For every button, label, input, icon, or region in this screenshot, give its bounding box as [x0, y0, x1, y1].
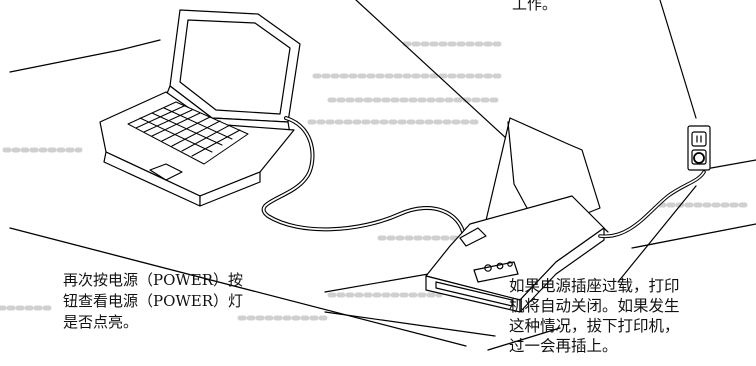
power-light [496, 262, 504, 270]
caption-right-line: 这种情况，拔下打印机， [509, 317, 680, 335]
power-plug [693, 152, 705, 164]
bleed-through-marks [0, 41, 748, 321]
caption-outlet-overload: 如果电源插座过载，打印 机将自动关闭。如果发生 这种情况，拔下打印机， 过一会再… [509, 276, 680, 356]
caption-left-line: 再次按电源（POWER）按 [63, 271, 244, 289]
table-surface [9, 39, 756, 351]
inkjet-printer [425, 117, 605, 313]
laptop-computer [99, 9, 301, 207]
printer-cable [261, 116, 466, 238]
leader-to-outlet [659, 0, 697, 119]
caption-right-line: 如果电源插座过载，打印 [509, 277, 680, 295]
leader-to-plug [617, 185, 697, 283]
printer-control-panel [473, 261, 519, 283]
caption-right-line: 过一会再插上。 [509, 337, 618, 355]
leader-to-power-light [324, 311, 496, 337]
power-button [484, 264, 492, 272]
laptop-touchpad [149, 163, 183, 181]
caption-left-line: 是否点亮。 [63, 313, 139, 331]
caption-top: 工作。 [512, 0, 557, 15]
paper-output-slot [435, 281, 513, 307]
caption-left-line: 钮查看电源（POWER）灯 [63, 292, 244, 310]
laptop-keyboard [127, 101, 249, 165]
wall-outlet [687, 125, 711, 171]
laptop-screen [179, 19, 291, 115]
caption-check-power-light: 再次按电源（POWER）按 钮查看电源（POWER）灯 是否点亮。 [63, 270, 243, 333]
caption-right-line: 机将自动关闭。如果发生 [509, 297, 680, 315]
caption-top-line: 工作。 [512, 0, 558, 13]
